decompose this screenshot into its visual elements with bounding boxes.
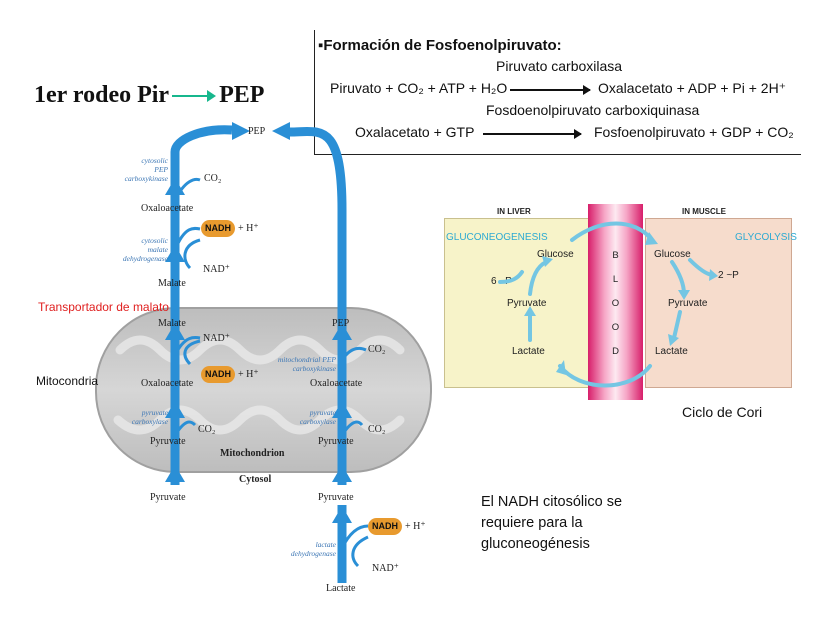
label-pyruvate-liver: Pyruvate xyxy=(507,298,547,309)
label-plus-h-2: + H⁺ xyxy=(238,369,259,380)
blood-letter-d: D xyxy=(612,346,619,357)
blood-letter-o2: O xyxy=(611,322,620,333)
equation2-right: Fosfoenolpiruvato + GDP + CO₂ xyxy=(594,124,794,140)
nadh-badge-1: NADH xyxy=(201,220,235,237)
label-cori-caption: Ciclo de Cori xyxy=(682,404,763,420)
label-malate-transporter: Transportador de malato xyxy=(38,300,169,314)
blood-letter-b: B xyxy=(612,250,619,261)
label-pyruvate-cytosol-right: Pyruvate xyxy=(318,492,354,503)
label-malate-cytosol: Malate xyxy=(158,278,186,289)
equation1-arrow xyxy=(510,85,591,95)
label-nad-3: NAD⁺ xyxy=(372,563,399,574)
equation2-left: Oxalacetato + GTP xyxy=(355,124,475,140)
label-pyruvate-muscle: Pyruvate xyxy=(668,298,708,309)
label-plus-h-1: + H⁺ xyxy=(238,223,259,234)
label-oxaloacetate-right: Oxaloacetate xyxy=(310,378,363,389)
equation1-right: Oxalacetato + ADP + Pi + 2H⁺ xyxy=(598,80,787,96)
nadh-badge-3: NADH xyxy=(368,518,402,535)
cori-bottom-arrow xyxy=(558,364,652,388)
enzyme-ldh: lactate dehydrogenase xyxy=(290,540,336,558)
blood-letter-o1: O xyxy=(611,298,620,309)
enzyme-cytosolic-mdh: cytosolic malate dehydrogenase xyxy=(122,236,168,263)
label-nad-2: NAD⁺ xyxy=(203,333,230,344)
cori-liver-panel xyxy=(444,218,589,388)
label-glycolysis: GLYCOLYSIS xyxy=(735,232,797,243)
label-oxaloacetate-mito: Oxaloacetate xyxy=(141,378,194,389)
enzyme-pyruvate-carboxylase-right: pyruvate carboxylase xyxy=(299,408,336,426)
enzyme-pyruvate-carboxylase-left: pyruvate carboxylase xyxy=(131,408,168,426)
label-lactate-bottom: Lactate xyxy=(326,583,356,594)
cori-muscle-panel xyxy=(645,218,792,388)
label-mitochondrion: Mitochondrion xyxy=(220,448,285,459)
blood-letter-l: L xyxy=(612,274,619,285)
title-right: PEP xyxy=(219,82,265,108)
label-in-muscle: IN MUSCLE xyxy=(682,207,726,216)
reaction-box xyxy=(314,30,801,155)
blood-vessel xyxy=(588,204,643,400)
label-plus-h-3: + H⁺ xyxy=(405,521,426,532)
label-mitocondria: Mitocondria xyxy=(36,374,99,388)
label-pyruvate-mito-right: Pyruvate xyxy=(318,436,354,447)
label-nad-1: NAD⁺ xyxy=(203,264,230,275)
label-lactate-liver: Lactate xyxy=(512,346,545,357)
label-pyruvate-cytosol-left: Pyruvate xyxy=(150,492,186,503)
label-glucose-muscle: Glucose xyxy=(654,249,691,260)
note-nadh: El NADH citosólico se requiere para la g… xyxy=(481,494,623,552)
label-glucose-liver: Glucose xyxy=(537,249,574,260)
label-cytosol: Cytosol xyxy=(239,474,272,485)
label-co2-top: CO₂ xyxy=(204,173,222,184)
enzyme-mito-pepck: mitochondrial PEP carboxykinase xyxy=(277,355,336,373)
label-co2-right-1: CO₂ xyxy=(368,344,386,355)
slide-title: 1er rodeo Pir PEP xyxy=(34,82,264,109)
enzyme-pepck: Fosdoenolpiruvato carboxiquinasa xyxy=(486,102,700,118)
arrow-icon xyxy=(172,90,217,103)
label-lactate-muscle: Lactate xyxy=(655,346,688,357)
label-pyruvate-mito-left: Pyruvate xyxy=(150,436,186,447)
label-malate-mito: Malate xyxy=(158,318,186,329)
label-in-liver: IN LIVER xyxy=(497,207,531,216)
label-oxaloacetate-cytosol: Oxaloacetate xyxy=(141,203,194,214)
nadh-badge-2: NADH xyxy=(201,366,235,383)
label-co2-right-2: CO₂ xyxy=(368,424,386,435)
label-pep-top: PEP xyxy=(248,126,266,137)
label-pep-mito: PEP xyxy=(332,318,350,329)
label-2p: 2 ~P xyxy=(718,270,739,281)
label-co2-left: CO₂ xyxy=(198,424,216,435)
label-gluconeogenesis: GLUCONEOGENESIS xyxy=(446,232,548,243)
equation1-left: Piruvato + CO₂ + ATP + H₂O xyxy=(330,80,508,96)
enzyme-cytosolic-pepck: cytosolic PEP carboxykinase xyxy=(124,156,168,183)
title-left: 1er rodeo Pir xyxy=(34,82,170,108)
reaction-header: ▪Formación de Fosfoenolpiruvato: xyxy=(318,37,562,54)
equation2-arrow xyxy=(483,129,582,139)
right-main-arrow xyxy=(289,126,347,485)
cori-top-arrow xyxy=(570,221,654,242)
enzyme-pyruvate-carboxylase: Piruvato carboxilasa xyxy=(496,58,623,74)
